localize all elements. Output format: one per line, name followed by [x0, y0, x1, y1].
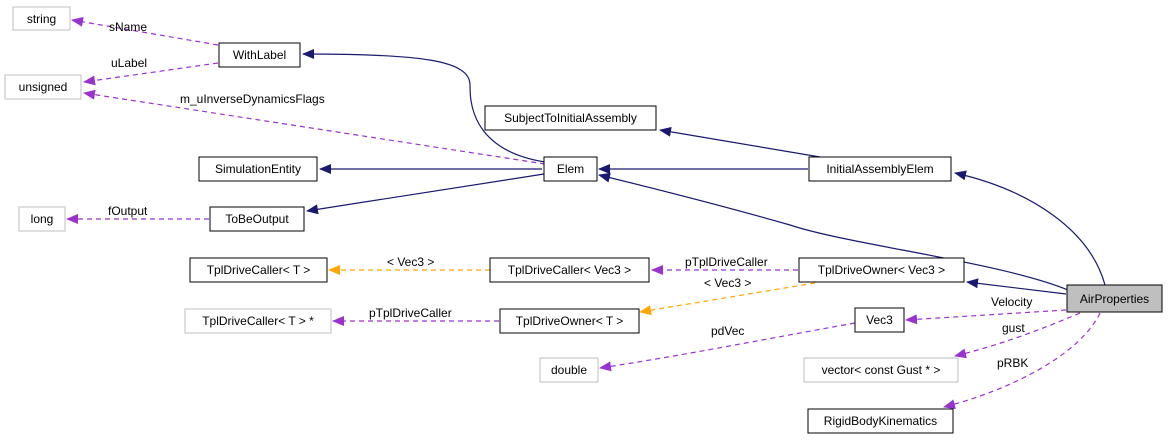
- node-simentity-label: SimulationEntity: [215, 162, 301, 176]
- node-tdo-vec3-label: TplDriveOwner< Vec3 >: [818, 263, 945, 277]
- edge-elem-to-tobeoutput: [306, 173, 545, 215]
- edge-label-vec3-template2: < Vec3 >: [704, 276, 751, 290]
- node-subject[interactable]: SubjectToInitialAssembly: [484, 105, 657, 131]
- edge-labels: sName uLabel m_uInverseDynamicsFlags fOu…: [108, 20, 1032, 370]
- usage-edges: [66, 16, 1101, 410]
- node-tdo-t[interactable]: TplDriveOwner< T >: [499, 308, 640, 334]
- edge-label-ptpl1: pTplDriveCaller: [685, 255, 768, 269]
- node-withlabel-label: WithLabel: [233, 48, 286, 62]
- node-tdc-vec3-label: TplDriveCaller< Vec3 >: [508, 263, 631, 277]
- edge-airprops-to-vec3: [905, 309, 1067, 325]
- edge-label-sname: sName: [109, 20, 147, 34]
- node-initassembly[interactable]: InitialAssemblyElem: [808, 156, 952, 182]
- edge-label-ulabel: uLabel: [111, 56, 147, 70]
- edge-initassembly-to-subject: [659, 126, 821, 158]
- node-subject-label: SubjectToInitialAssembly: [504, 111, 637, 125]
- edge-label-ptpl2: pTplDriveCaller: [369, 306, 452, 320]
- node-tobeoutput[interactable]: ToBeOutput: [209, 206, 305, 232]
- edge-withlabel-to-string: [71, 16, 219, 46]
- edge-elem-to-withlabel: [302, 49, 546, 163]
- node-tdc-t-label: TplDriveCaller< T >: [207, 263, 311, 277]
- edge-label-pdvec: pdVec: [711, 324, 744, 338]
- node-unsigned-label: unsigned: [19, 80, 68, 94]
- node-string-label: string: [27, 12, 56, 26]
- node-vector-gust[interactable]: vector< const Gust * >: [803, 357, 959, 383]
- inheritance-edges: [302, 49, 1106, 295]
- node-double[interactable]: double: [539, 357, 599, 383]
- node-elem-label: Elem: [557, 162, 584, 176]
- node-tdo-t-label: TplDriveOwner< T >: [516, 314, 624, 328]
- edge-airprops-to-tdo-vec3: [966, 278, 1067, 295]
- edge-label-flags: m_uInverseDynamicsFlags: [180, 92, 325, 106]
- node-tdc-t[interactable]: TplDriveCaller< T >: [189, 257, 328, 283]
- node-double-label: double: [551, 363, 587, 377]
- node-airprops[interactable]: AirProperties: [1066, 284, 1163, 313]
- edge-airprops-to-initassembly: [954, 170, 1106, 286]
- node-string[interactable]: string: [12, 6, 71, 31]
- node-simentity[interactable]: SimulationEntity: [198, 156, 318, 182]
- node-rbk[interactable]: RigidBodyKinematics: [807, 408, 954, 434]
- node-withlabel[interactable]: WithLabel: [218, 42, 301, 68]
- node-initassembly-label: InitialAssemblyElem: [826, 162, 933, 176]
- node-unsigned[interactable]: unsigned: [4, 74, 82, 100]
- edge-airprops-to-vector-gust: [954, 312, 1081, 359]
- edge-label-gust: gust: [1002, 321, 1025, 335]
- node-long[interactable]: long: [18, 206, 66, 232]
- node-tdc-tptr-label: TplDriveCaller< T > *: [202, 314, 314, 328]
- edge-vec3-to-double: [599, 322, 856, 372]
- node-tobeoutput-label: ToBeOutput: [225, 212, 289, 226]
- node-vec3-label: Vec3: [866, 313, 893, 327]
- node-airprops-label: AirProperties: [1080, 292, 1149, 306]
- edge-label-foutput: fOutput: [108, 204, 148, 218]
- node-tdo-vec3[interactable]: TplDriveOwner< Vec3 >: [798, 257, 965, 283]
- edge-label-prbk: pRBK: [997, 356, 1028, 370]
- node-tdc-tptr[interactable]: TplDriveCaller< T > *: [184, 308, 332, 334]
- node-vec3[interactable]: Vec3: [854, 307, 905, 333]
- edge-airprops-to-elem: [598, 172, 1069, 291]
- edge-withlabel-to-unsigned: [83, 62, 219, 86]
- node-vector-gust-label: vector< const Gust * >: [822, 363, 941, 377]
- template-edges: [328, 265, 816, 316]
- nodes: string unsigned long WithLabel SubjectTo…: [4, 6, 1163, 434]
- node-tdc-vec3[interactable]: TplDriveCaller< Vec3 >: [489, 257, 650, 283]
- node-long-label: long: [31, 212, 54, 226]
- node-rbk-label: RigidBodyKinematics: [824, 414, 937, 428]
- node-elem[interactable]: Elem: [543, 156, 598, 182]
- edge-tdo-vec3-to-tdo-t: [639, 282, 816, 316]
- edge-label-vec3-template: < Vec3 >: [387, 255, 434, 269]
- edge-label-velocity: Velocity: [991, 295, 1032, 309]
- edge-elem-to-unsigned: [83, 89, 546, 165]
- edge-airprops-to-rbk: [943, 312, 1101, 410]
